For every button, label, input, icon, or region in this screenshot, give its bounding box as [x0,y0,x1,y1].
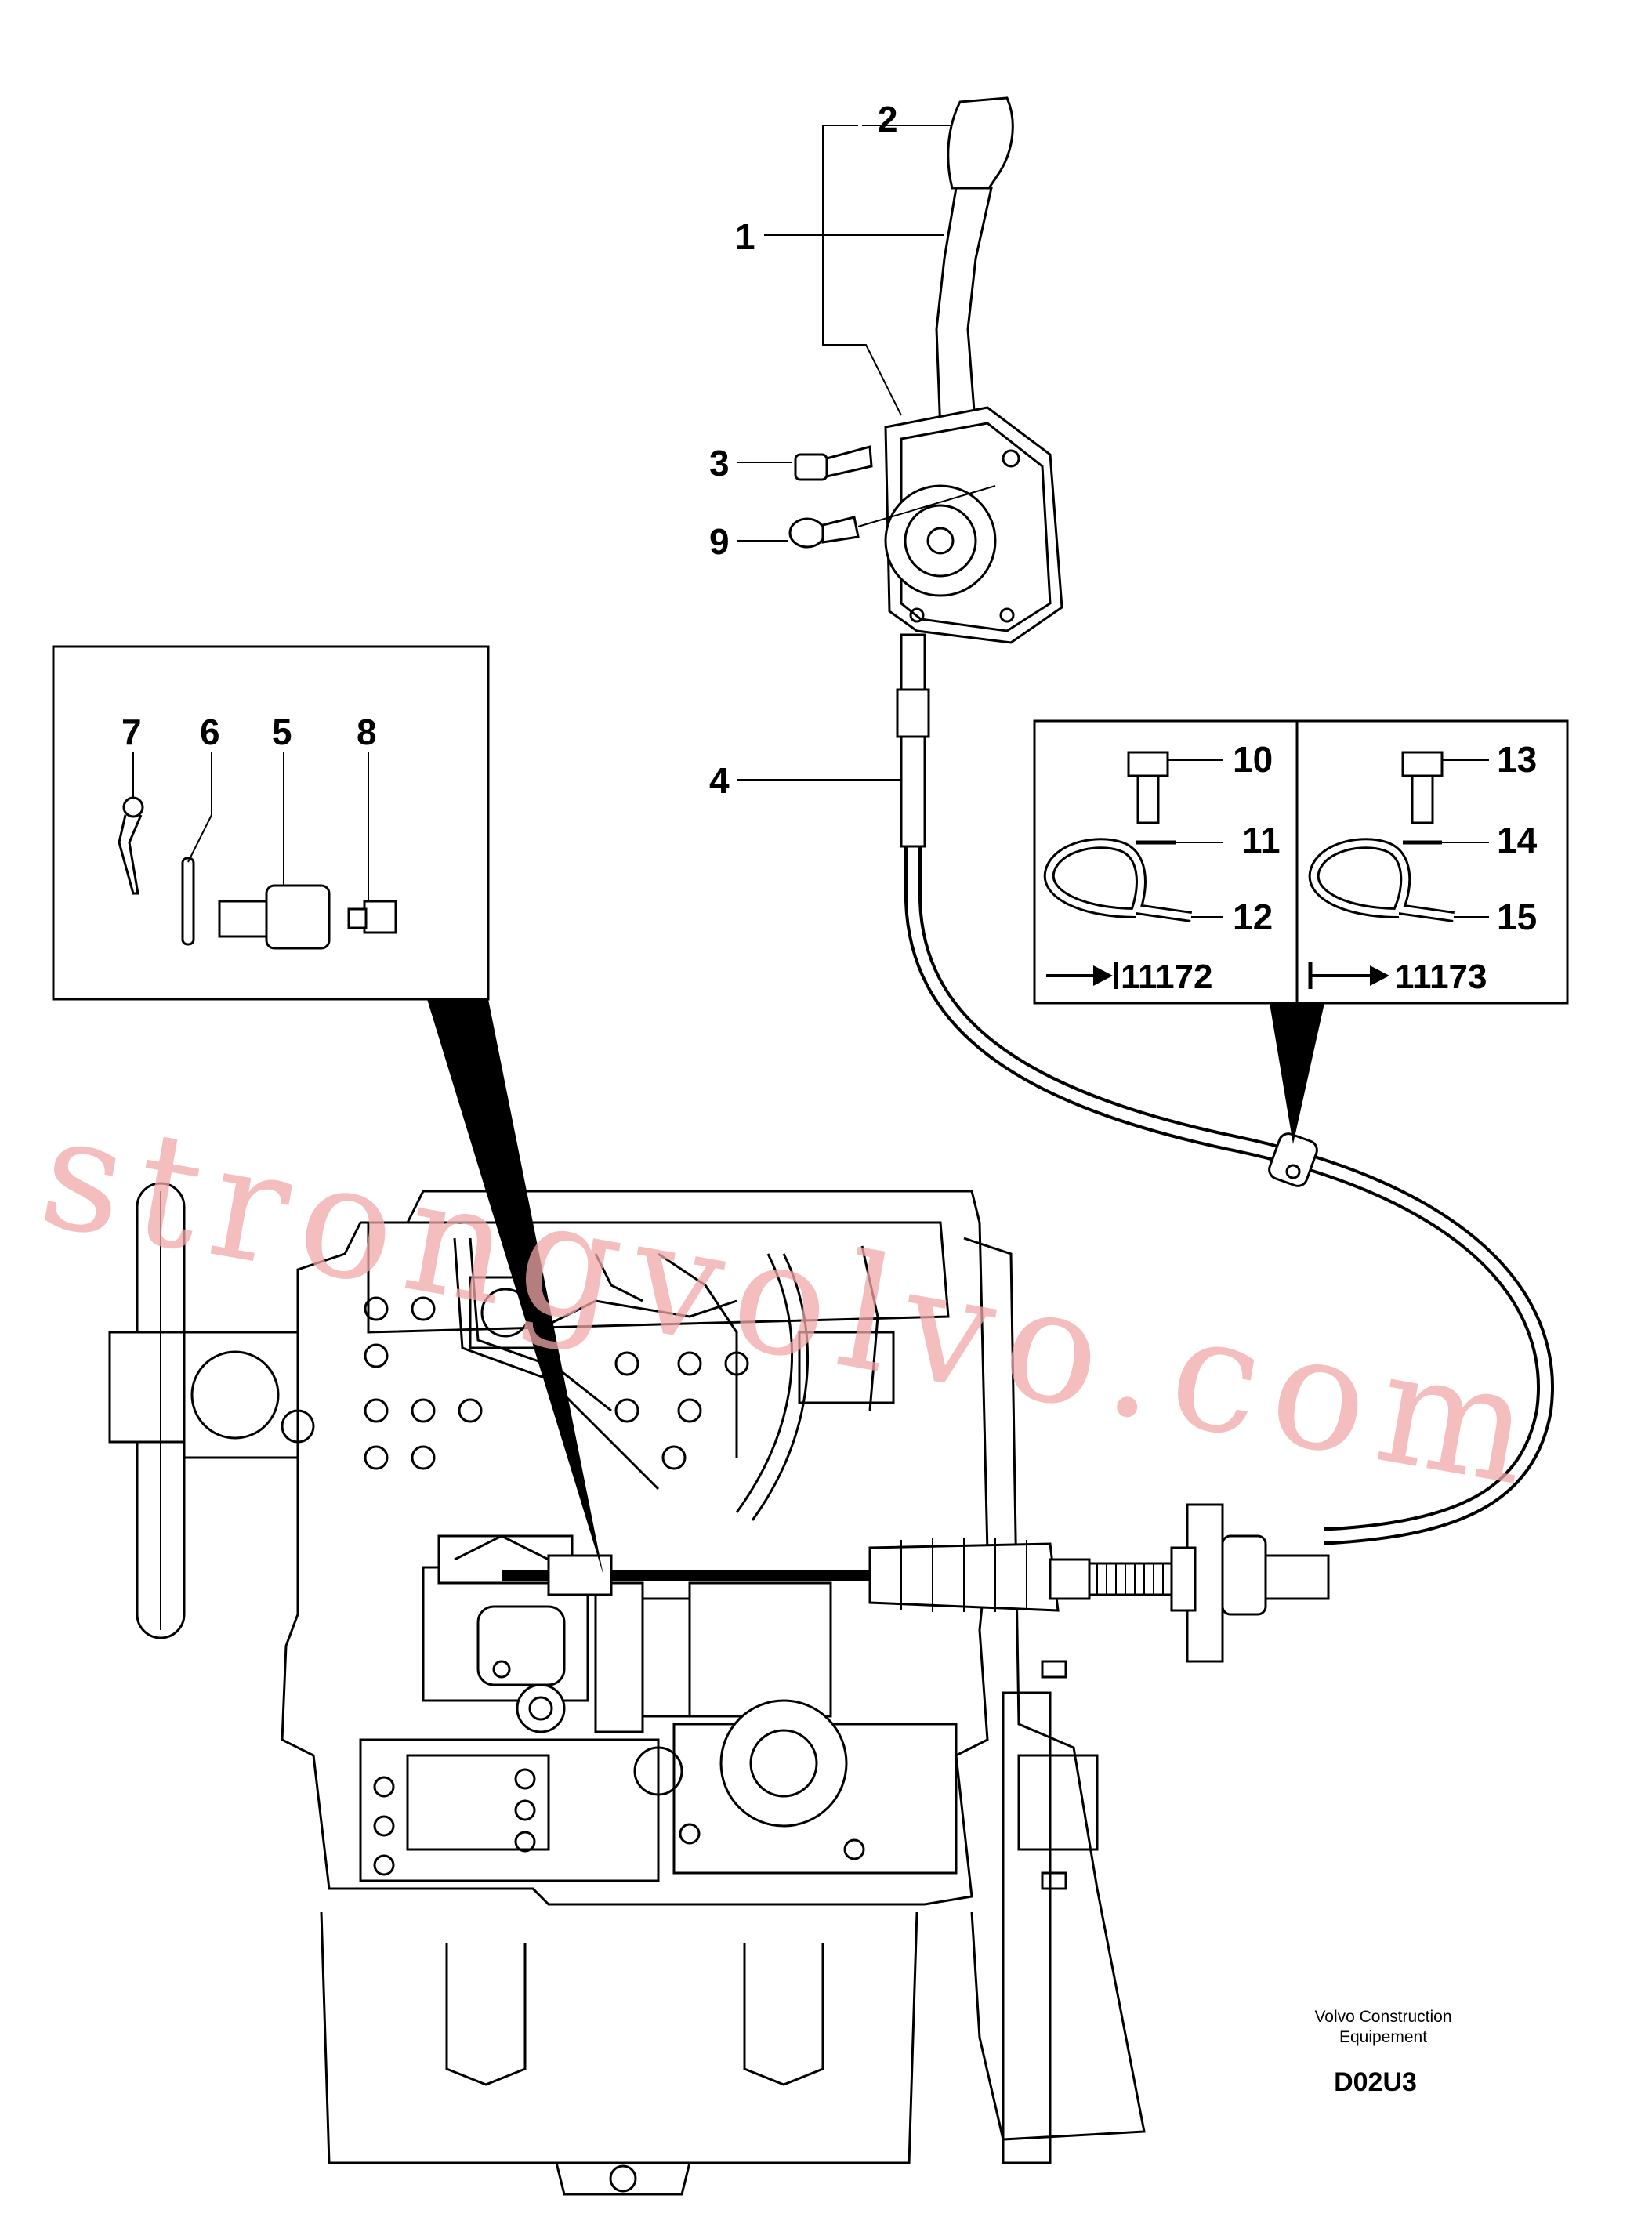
engine-block [108,1182,1146,2196]
bar-to-arrow-icon [1308,962,1389,989]
pin-6 [181,752,212,946]
clamp-12 [1043,838,1223,922]
detail-box-right [1033,719,1569,1144]
footer: Volvo Construction Equipement D02U3 [1314,2008,1451,2097]
arrow-to-bar-icon [1046,962,1118,989]
bolt-13 [1401,751,1489,824]
callout-11: 11 [1242,820,1281,860]
callout-9: 9 [709,521,730,562]
throttle-cable [454,839,1554,1663]
callout-5: 5 [272,712,292,752]
block-bolts [281,1296,749,1470]
callout-15: 15 [1497,897,1537,937]
callout-14: 14 [1497,820,1538,860]
detail-box-left [52,645,603,1575]
callout-6: 6 [200,712,220,752]
bolt-10 [1127,751,1223,824]
fan [108,1182,311,1639]
company-name-line1: Volvo Construction [1314,2008,1451,2026]
cotter-pin-7 [118,752,144,895]
callout-2: 2 [878,99,898,139]
callout-13: 13 [1497,739,1537,780]
screw-3 [794,445,873,481]
callout-12: 12 [1233,897,1273,937]
callout-1: 1 [735,216,755,257]
reference-left: 11172 [1121,958,1213,996]
company-name-line2: Equipement [1339,2028,1427,2046]
callout-3: 3 [709,443,730,484]
callout-4: 4 [709,760,730,801]
lever-leaders [737,125,952,781]
clevis-5 [218,752,331,950]
callout-8: 8 [357,712,377,752]
drawing-code: D02U3 [1334,2067,1417,2097]
callout-7: 7 [121,712,142,752]
callout-labels: 2 1 3 9 4 7 6 5 8 10 11 12 13 14 15 1117… [121,99,1538,996]
screw-9 [788,485,996,549]
clamp-15 [1308,838,1489,922]
screw-8 [347,752,397,934]
cable-boot [868,1538,1091,1612]
control-lever-assembly [788,96,1063,848]
callout-10: 10 [1233,739,1273,780]
reference-right: 11173 [1395,958,1487,996]
